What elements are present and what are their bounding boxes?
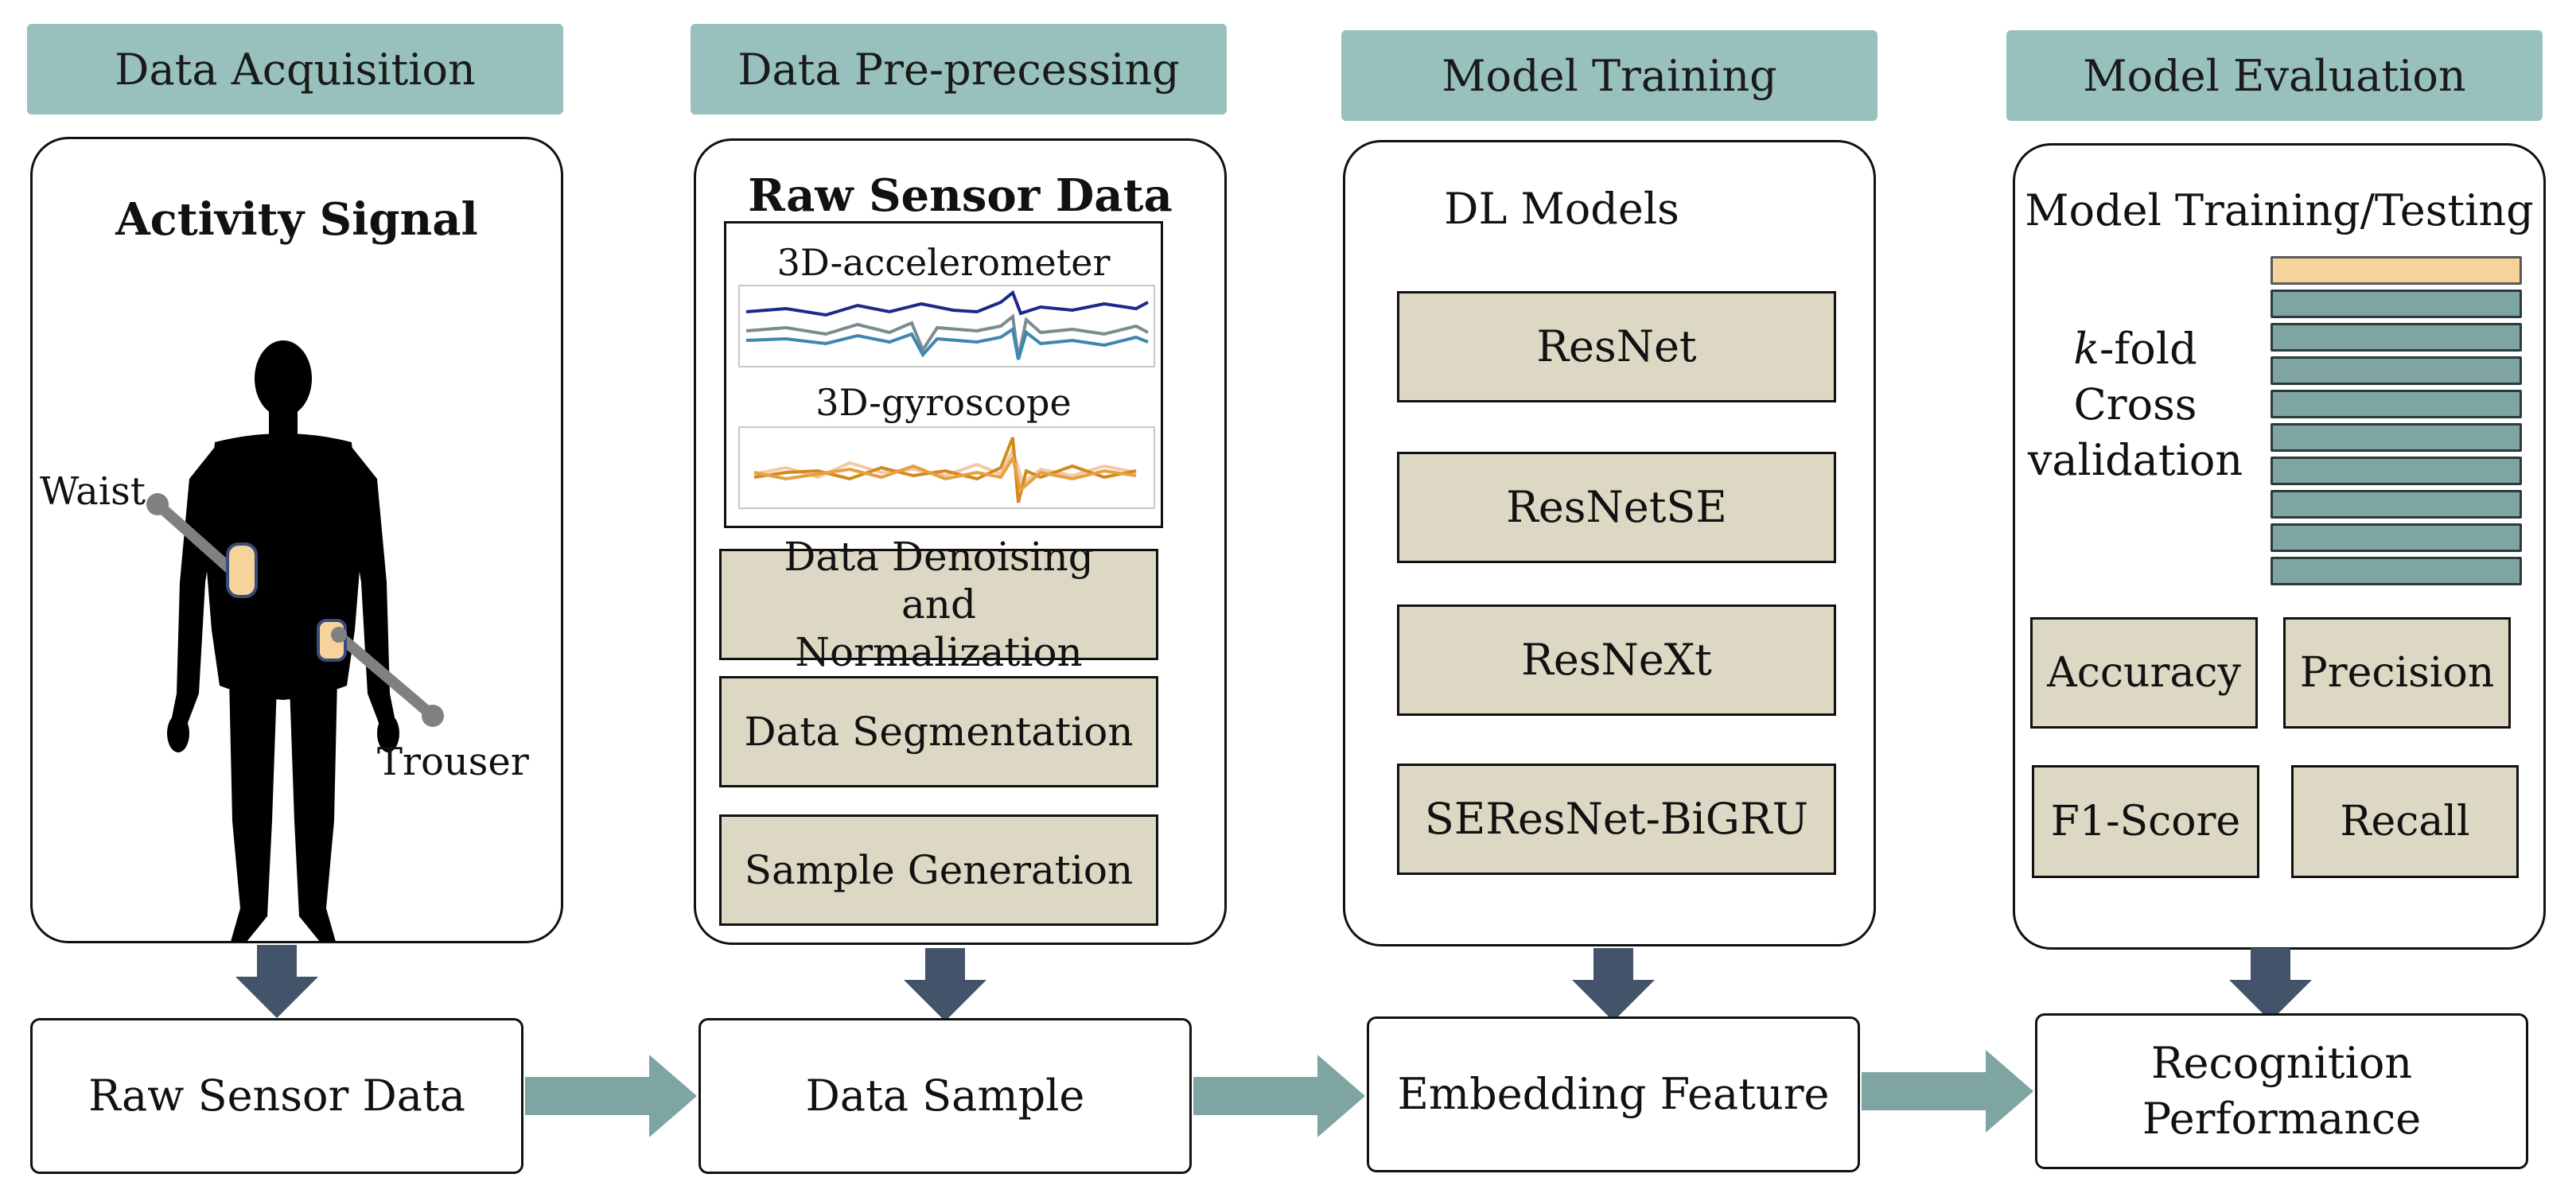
- trouser-sensor-dot: [422, 705, 444, 727]
- kfold-suffix: -fold: [2099, 324, 2197, 374]
- gyroscope-plot: [738, 426, 1155, 509]
- fold-bar: [2271, 356, 2522, 385]
- fold-bar: [2271, 490, 2522, 519]
- fold-bar: [2271, 557, 2522, 585]
- output-recognition-performance: Recognition Performance: [2035, 1013, 2528, 1169]
- output-embedding-feature: Embedding Feature: [1367, 1016, 1860, 1172]
- fold-bar: [2271, 290, 2522, 318]
- waist-sensor-dot: [146, 493, 169, 515]
- fold-bar: [2271, 523, 2522, 552]
- stage-header-preprocessing: Data Pre-precessing: [691, 24, 1227, 115]
- trouser-sensor-line: [330, 628, 438, 721]
- kfold-label: k-fold Cross validation: [2024, 321, 2247, 489]
- right-arrow-2: [1193, 1055, 1365, 1137]
- stage-header-acquisition: Data Acquisition: [27, 24, 563, 115]
- activity-signal-title: Activity Signal: [115, 193, 478, 246]
- accelerometer-plot: [738, 285, 1155, 367]
- waist-label: Waist: [40, 469, 146, 514]
- model-training-testing-title: Model Training/Testing: [2025, 185, 2534, 235]
- output-data-sample: Data Sample: [698, 1018, 1192, 1174]
- down-arrow-preprocessing: [904, 948, 986, 1021]
- model-seresnet-bigru: SEResNet-BiGRU: [1397, 764, 1836, 875]
- output-raw-sensor-data: Raw Sensor Data: [30, 1018, 523, 1174]
- kfold-k: k: [2073, 324, 2100, 374]
- metric-precision: Precision: [2283, 617, 2511, 729]
- waist-sensor: [226, 542, 258, 598]
- metric-accuracy: Accuracy: [2030, 617, 2258, 729]
- model-resnet: ResNet: [1397, 291, 1836, 402]
- metric-recall: Recall: [2291, 765, 2519, 878]
- denoising-step: Data Denoising and Normalization: [719, 534, 1158, 675]
- down-arrow-acquisition: [235, 945, 318, 1018]
- dl-models-title: DL Models: [1444, 183, 1679, 234]
- right-arrow-1: [525, 1055, 697, 1137]
- metric-f1-score: F1-Score: [2032, 765, 2259, 878]
- fold-bar: [2271, 457, 2522, 485]
- human-body-figure: [146, 340, 444, 942]
- model-resnetse: ResNetSE: [1397, 452, 1836, 563]
- segmentation-step: Data Segmentation: [719, 676, 1158, 787]
- stage-header-evaluation: Model Evaluation: [2006, 30, 2543, 121]
- model-resnext: ResNeXt: [1397, 604, 1836, 716]
- kfold-line3: validation: [2027, 435, 2243, 486]
- fold-bar-test: [2271, 256, 2522, 285]
- down-arrow-evaluation: [2229, 948, 2312, 1021]
- down-arrow-training: [1572, 948, 1655, 1021]
- kfold-line2: Cross: [2073, 379, 2197, 430]
- sample-generation-step: Sample Generation: [719, 814, 1158, 926]
- human-silhouette: [167, 340, 399, 942]
- kfold-line1: k-fold: [2024, 321, 2247, 377]
- trouser-label: Trouser: [377, 740, 529, 784]
- fold-bar: [2271, 323, 2522, 352]
- fold-bar: [2271, 423, 2522, 452]
- fold-bar: [2271, 390, 2522, 418]
- right-arrow-3: [1862, 1050, 2033, 1133]
- raw-sensor-data-title: Raw Sensor Data: [748, 169, 1173, 222]
- stage-header-training: Model Training: [1341, 30, 1878, 121]
- accelerometer-label: 3D-accelerometer: [776, 241, 1111, 284]
- gyroscope-label: 3D-gyroscope: [815, 381, 1072, 424]
